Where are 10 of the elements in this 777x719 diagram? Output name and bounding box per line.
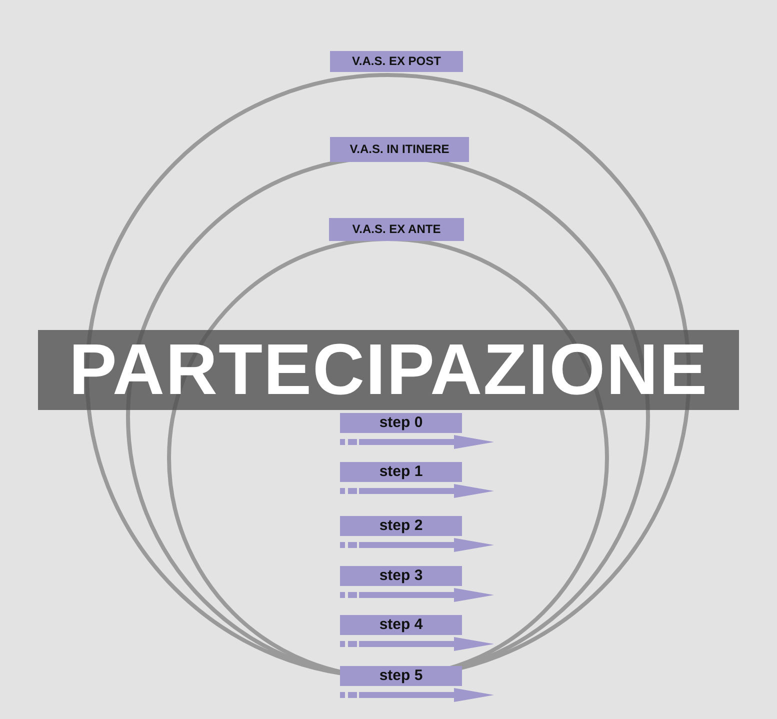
title-label: V.A.S. IN ITINERE: [330, 137, 469, 162]
title-label: V.A.S. EX ANTE: [329, 218, 464, 241]
title-label: V.A.S. EX POST: [330, 51, 463, 72]
step-box: step 3: [340, 566, 494, 602]
step-box: step 4: [340, 615, 494, 651]
heading-text: PARTECIPAZIONE: [38, 330, 739, 410]
step-box: step 5: [340, 666, 494, 702]
step-box: step 0: [340, 413, 494, 449]
step-box: step 1: [340, 462, 494, 498]
step-box: step 2: [340, 516, 494, 552]
